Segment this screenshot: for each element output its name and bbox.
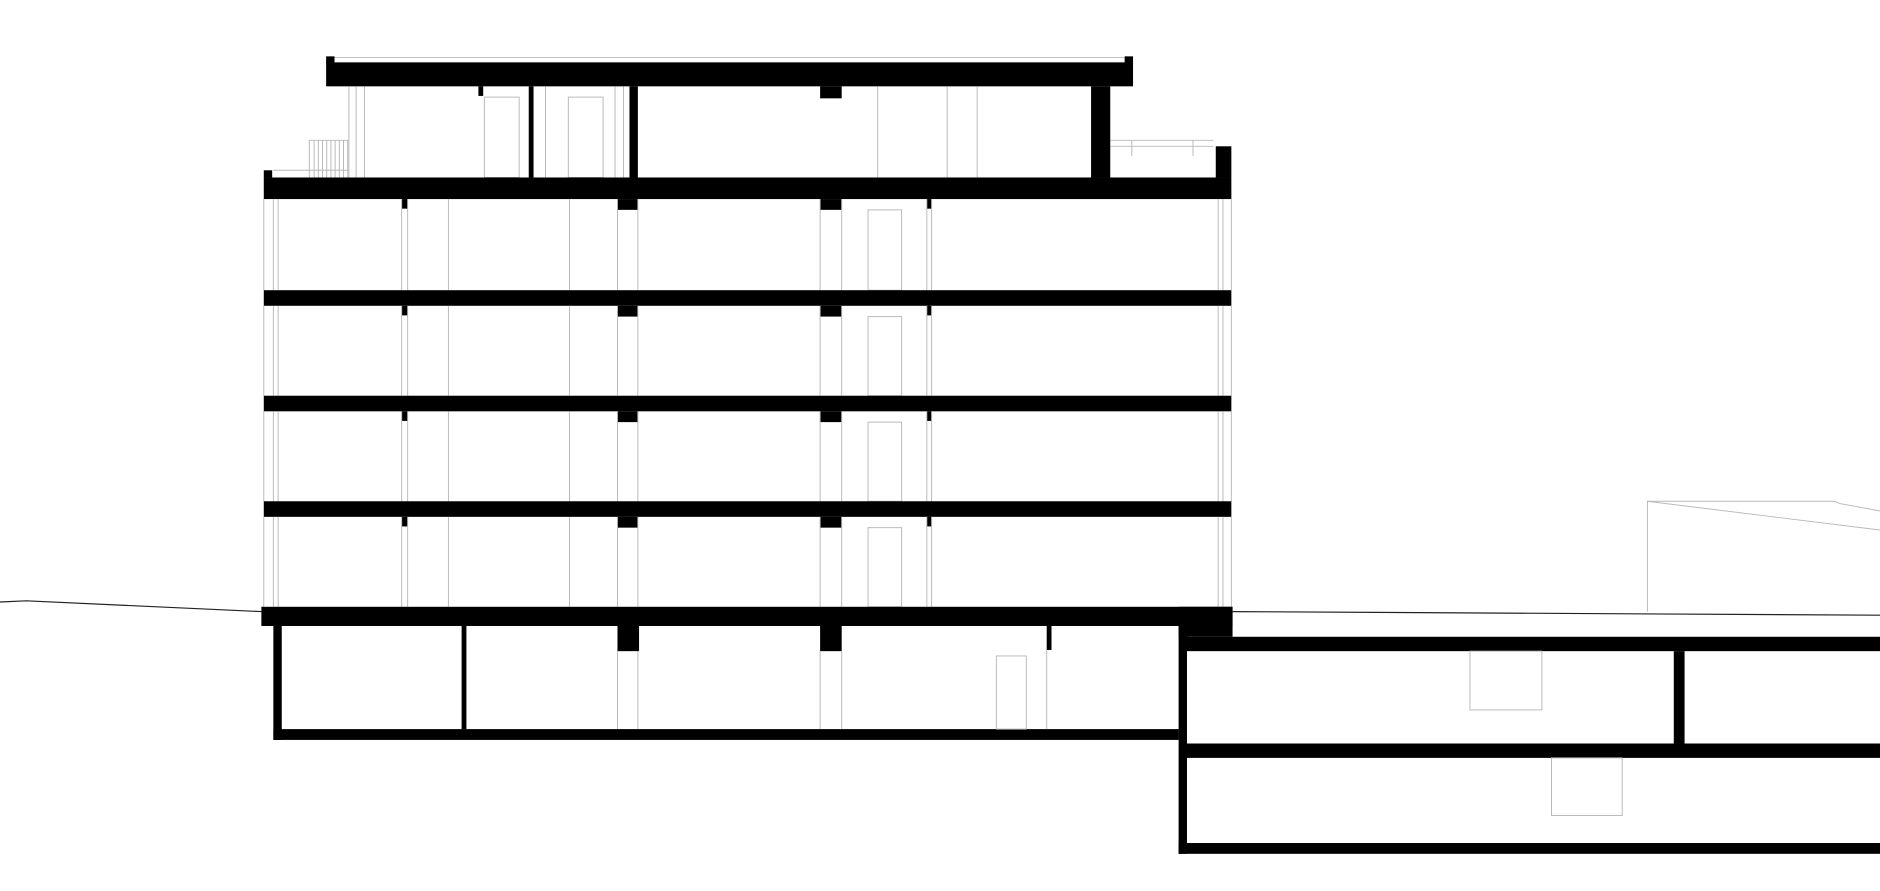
column-head bbox=[401, 516, 408, 527]
floor-level bbox=[263, 501, 1232, 608]
floor-slab bbox=[263, 395, 1232, 412]
ground-line-right bbox=[1232, 610, 1880, 616]
column-head bbox=[926, 516, 932, 527]
beam bbox=[820, 411, 842, 423]
beam bbox=[820, 516, 842, 528]
column-head bbox=[401, 305, 408, 316]
terrace-railing-left bbox=[273, 139, 349, 178]
ground-line-left bbox=[0, 600, 262, 613]
door bbox=[567, 96, 604, 178]
floor-level bbox=[263, 290, 1232, 397]
beam bbox=[820, 305, 842, 317]
column-head bbox=[401, 199, 408, 209]
floor-slab bbox=[263, 501, 1232, 517]
door bbox=[867, 209, 903, 291]
floor-slab bbox=[263, 177, 1232, 200]
column-head bbox=[926, 411, 932, 421]
column-head bbox=[926, 305, 932, 316]
underground-parking bbox=[1178, 606, 1880, 854]
door bbox=[867, 316, 903, 397]
neighbour-building-outline bbox=[1646, 500, 1880, 612]
beam bbox=[820, 199, 842, 210]
floor-slab bbox=[263, 290, 1232, 306]
beam bbox=[617, 516, 638, 528]
roof-slab bbox=[326, 56, 1134, 87]
door bbox=[867, 527, 903, 608]
parapet-left bbox=[263, 170, 273, 178]
terrace-railing-right bbox=[1110, 139, 1214, 156]
beam-outline bbox=[1469, 650, 1543, 711]
beam bbox=[617, 199, 638, 210]
beam bbox=[617, 305, 638, 317]
door bbox=[995, 655, 1027, 730]
floor-level bbox=[263, 177, 1232, 291]
parapet-right bbox=[1215, 146, 1232, 178]
floor-level bbox=[263, 395, 1232, 502]
column-head bbox=[926, 199, 932, 209]
basement-left bbox=[261, 606, 1233, 740]
door bbox=[867, 421, 903, 502]
upper-floors bbox=[263, 177, 1232, 608]
door bbox=[483, 96, 520, 178]
beam-outline bbox=[1551, 757, 1623, 816]
penthouse-level bbox=[263, 86, 1232, 178]
stair-hatch bbox=[313, 140, 349, 178]
column-head bbox=[401, 411, 408, 421]
beam bbox=[617, 411, 638, 423]
